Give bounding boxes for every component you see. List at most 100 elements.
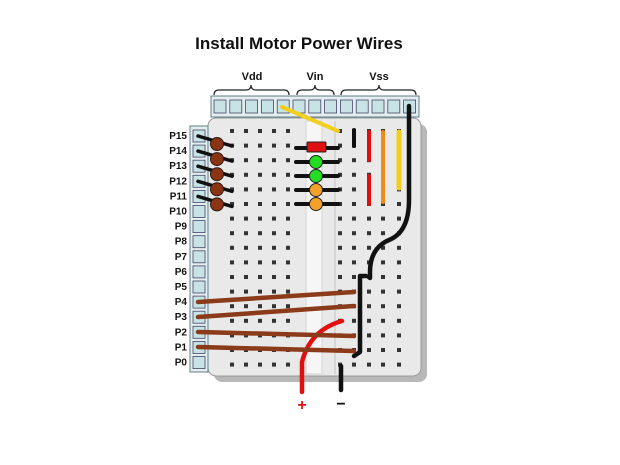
pin-label: P13 bbox=[169, 161, 187, 172]
breadboard-hole bbox=[286, 245, 290, 250]
rail-hole bbox=[397, 289, 401, 294]
breadboard-hole bbox=[286, 275, 290, 279]
rail-hole bbox=[381, 333, 385, 338]
breadboard-hole bbox=[286, 260, 290, 265]
header-socket bbox=[355, 99, 369, 114]
rail-hole bbox=[367, 362, 371, 367]
rail-hole bbox=[381, 275, 385, 279]
rail-hole bbox=[381, 362, 385, 367]
breadboard-hole bbox=[352, 187, 356, 192]
breadboard-hole bbox=[230, 129, 234, 133]
vdd-brace bbox=[213, 84, 290, 96]
breadboard-hole bbox=[244, 129, 248, 133]
green-led-2 bbox=[309, 169, 323, 183]
breadboard-hole bbox=[286, 216, 290, 221]
breadboard-hole bbox=[338, 245, 342, 250]
breadboard-hole bbox=[338, 172, 342, 177]
rail-hole bbox=[367, 348, 371, 352]
breadboard-hole bbox=[272, 143, 276, 148]
rail-hole bbox=[381, 245, 385, 250]
breadboard-hole bbox=[338, 158, 342, 163]
header-socket bbox=[260, 99, 274, 114]
breadboard-hole bbox=[286, 362, 290, 367]
io-socket bbox=[192, 356, 206, 369]
breadboard-hole bbox=[244, 304, 248, 309]
io-socket bbox=[192, 265, 206, 279]
breadboard-hole bbox=[258, 158, 262, 163]
breadboard-hole bbox=[244, 231, 248, 236]
breadboard-hole bbox=[272, 202, 276, 206]
header-socket bbox=[308, 99, 322, 114]
io-socket bbox=[192, 235, 206, 249]
pin-label: P14 bbox=[169, 146, 187, 157]
breadboard-rail-divider bbox=[334, 121, 336, 374]
breadboard-hole bbox=[272, 362, 276, 367]
vin-brace bbox=[296, 84, 335, 96]
vin-label: Vin bbox=[307, 71, 324, 83]
rail-hole bbox=[397, 202, 401, 206]
breadboard-hole bbox=[230, 318, 234, 323]
breadboard-hole bbox=[244, 216, 248, 221]
breadboard-hole bbox=[352, 158, 356, 163]
pin-label: P12 bbox=[169, 176, 187, 187]
yellow-jumper-wire bbox=[280, 105, 340, 133]
breadboard-hole bbox=[244, 260, 248, 265]
vss-label: Vss bbox=[369, 71, 389, 83]
io-socket bbox=[192, 250, 206, 264]
rail-hole bbox=[367, 245, 371, 250]
rail-hole bbox=[367, 216, 371, 221]
breadboard-hole bbox=[244, 289, 248, 294]
breadboard-hole bbox=[272, 260, 276, 265]
rail-hole bbox=[381, 304, 385, 309]
breadboard-hole bbox=[258, 172, 262, 177]
breadboard-hole bbox=[272, 129, 276, 133]
breadboard-hole bbox=[272, 172, 276, 177]
minus-terminal-label: − bbox=[336, 396, 345, 413]
rail-hole bbox=[397, 362, 401, 367]
io-socket bbox=[192, 220, 206, 234]
header-socket bbox=[229, 99, 243, 114]
breadboard-hole bbox=[258, 187, 262, 192]
header-socket bbox=[387, 99, 401, 114]
breadboard-hole bbox=[272, 304, 276, 309]
green-led-1 bbox=[309, 155, 323, 169]
breadboard-hole bbox=[338, 143, 342, 148]
breadboard-hole bbox=[352, 275, 356, 279]
breadboard-hole bbox=[230, 362, 234, 367]
rail-hole bbox=[381, 231, 385, 236]
breadboard-hole bbox=[286, 143, 290, 148]
breadboard-hole bbox=[258, 143, 262, 148]
capacitor-body bbox=[210, 197, 224, 212]
plus-terminal-label: + bbox=[297, 397, 306, 414]
rail-hole bbox=[381, 216, 385, 221]
breadboard-hole bbox=[286, 172, 290, 177]
header-socket bbox=[371, 99, 385, 114]
breadboard-hole bbox=[230, 202, 234, 206]
rail-hole bbox=[397, 318, 401, 323]
rail-hole bbox=[397, 275, 401, 279]
pin-label: P1 bbox=[175, 342, 188, 353]
breadboard-hole bbox=[286, 129, 290, 133]
pin-label: P9 bbox=[175, 222, 188, 233]
breadboard-hole bbox=[272, 289, 276, 294]
motor-wires bbox=[195, 103, 412, 395]
breadboard-hole bbox=[258, 275, 262, 279]
red-led bbox=[306, 141, 327, 153]
rail-hole bbox=[397, 216, 401, 221]
capacitor-body bbox=[210, 152, 224, 167]
breadboard-hole bbox=[286, 231, 290, 236]
p1-wire bbox=[195, 344, 357, 354]
breadboard-hole bbox=[286, 158, 290, 163]
header-socket bbox=[324, 99, 338, 114]
breadboard-hole bbox=[352, 202, 356, 206]
pin-label: P3 bbox=[175, 312, 188, 323]
header-socket bbox=[213, 99, 227, 114]
p3-wire bbox=[195, 303, 357, 320]
breadboard-hole bbox=[258, 289, 262, 294]
breadboard-hole bbox=[352, 260, 356, 265]
breadboard-hole bbox=[286, 187, 290, 192]
breadboard-hole bbox=[258, 129, 262, 133]
breadboard-hole bbox=[244, 158, 248, 163]
